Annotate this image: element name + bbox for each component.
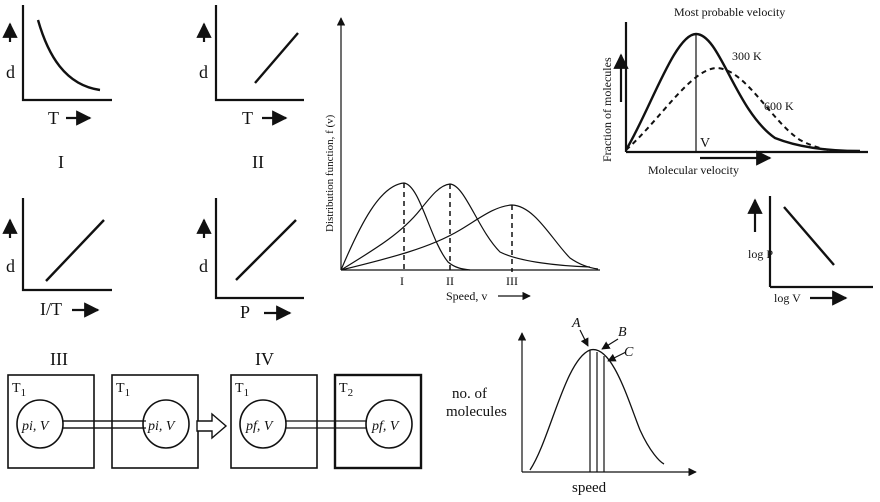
graph-IV-y-label: d [199, 256, 208, 276]
graph-I-y-label: d [6, 62, 15, 82]
log-x-label: log V [774, 291, 801, 305]
box1-sub: 1 [21, 387, 27, 399]
graph-III-line [45, 219, 105, 282]
maxwell-x-label: Molecular velocity [648, 163, 739, 177]
graph-II: d T II [196, 5, 304, 172]
box2-temp: T [116, 381, 125, 396]
peak-III-label: III [506, 274, 518, 288]
box3-temp: T [235, 381, 244, 396]
curve-300K [624, 32, 861, 153]
distribution-y-label: Distribution function, f (v) [324, 114, 336, 232]
peak-I-label: I [400, 274, 404, 288]
peak-II-label: II [446, 274, 454, 288]
maxwell-plot: Fraction of molecules Molecular velocity… [600, 5, 868, 177]
box3-sub: 1 [244, 387, 250, 399]
speed-y-label-2: molecules [446, 404, 507, 420]
graph-II-x-label: T [242, 108, 253, 128]
label-300K: 300 K [732, 49, 762, 63]
graph-I-caption: I [58, 152, 64, 172]
speed-curve [529, 349, 665, 471]
svg-text:T1: T1 [116, 381, 130, 399]
label-IV: IV [255, 349, 274, 369]
distribution-plot: Distribution function, f (v) I II III Sp… [324, 17, 600, 303]
graph-I-curve [36, 19, 101, 92]
graph-III-y-label: d [6, 256, 15, 276]
marker-A: A [571, 316, 581, 331]
box2-sub: 1 [125, 387, 131, 399]
transition-arrow [196, 412, 228, 440]
box4-sub: 2 [348, 387, 354, 399]
graph-II-y-label: d [199, 62, 208, 82]
graph-IV: d P [196, 198, 304, 322]
graph-I-x-label: T [48, 108, 59, 128]
curve-III [340, 204, 599, 271]
marker-V: V [700, 136, 710, 151]
maxwell-title: Most probable velocity [674, 5, 785, 19]
label-600K: 600 K [764, 99, 794, 113]
log-line [783, 206, 835, 266]
container-diagram-IV: IV T1 T2 pf, V pf, V [230, 349, 423, 470]
speed-x-label: speed [572, 480, 607, 496]
box4-temp: T [339, 381, 348, 396]
speed-y-label-1: no. of [452, 386, 487, 402]
box1-temp: T [12, 381, 21, 396]
graph-I: d T I [2, 5, 112, 172]
label-III: III [50, 349, 68, 369]
graph-III-x-label: I/T [40, 299, 62, 319]
distribution-x-label: Speed, v [446, 289, 487, 303]
svg-text:T2: T2 [339, 381, 353, 399]
marker-C: C [624, 345, 634, 360]
svg-text:T1: T1 [235, 381, 249, 399]
log-plot: log P log V [747, 196, 873, 306]
graph-III: d I/T [2, 198, 112, 319]
box3-content: pf, V [245, 419, 274, 434]
maxwell-y-label: Fraction of molecules [600, 57, 614, 162]
box1-content: pi, V [21, 419, 50, 434]
svg-text:T1: T1 [12, 381, 26, 399]
marker-B: B [618, 325, 627, 340]
speed-plot: no. of molecules A B C speed [446, 316, 697, 496]
box2-content: pi, V [147, 419, 176, 434]
curve-I [340, 182, 471, 271]
container-diagram-III: III T1 T1 pi, V pi, V [7, 349, 199, 469]
graph-II-caption: II [252, 152, 264, 172]
log-y-label: log P [748, 247, 773, 261]
graph-IV-line [235, 219, 297, 281]
graph-IV-x-label: P [240, 302, 250, 322]
curve-600K [625, 66, 846, 153]
box4-content: pf, V [371, 419, 400, 434]
graph-II-line [254, 32, 299, 84]
